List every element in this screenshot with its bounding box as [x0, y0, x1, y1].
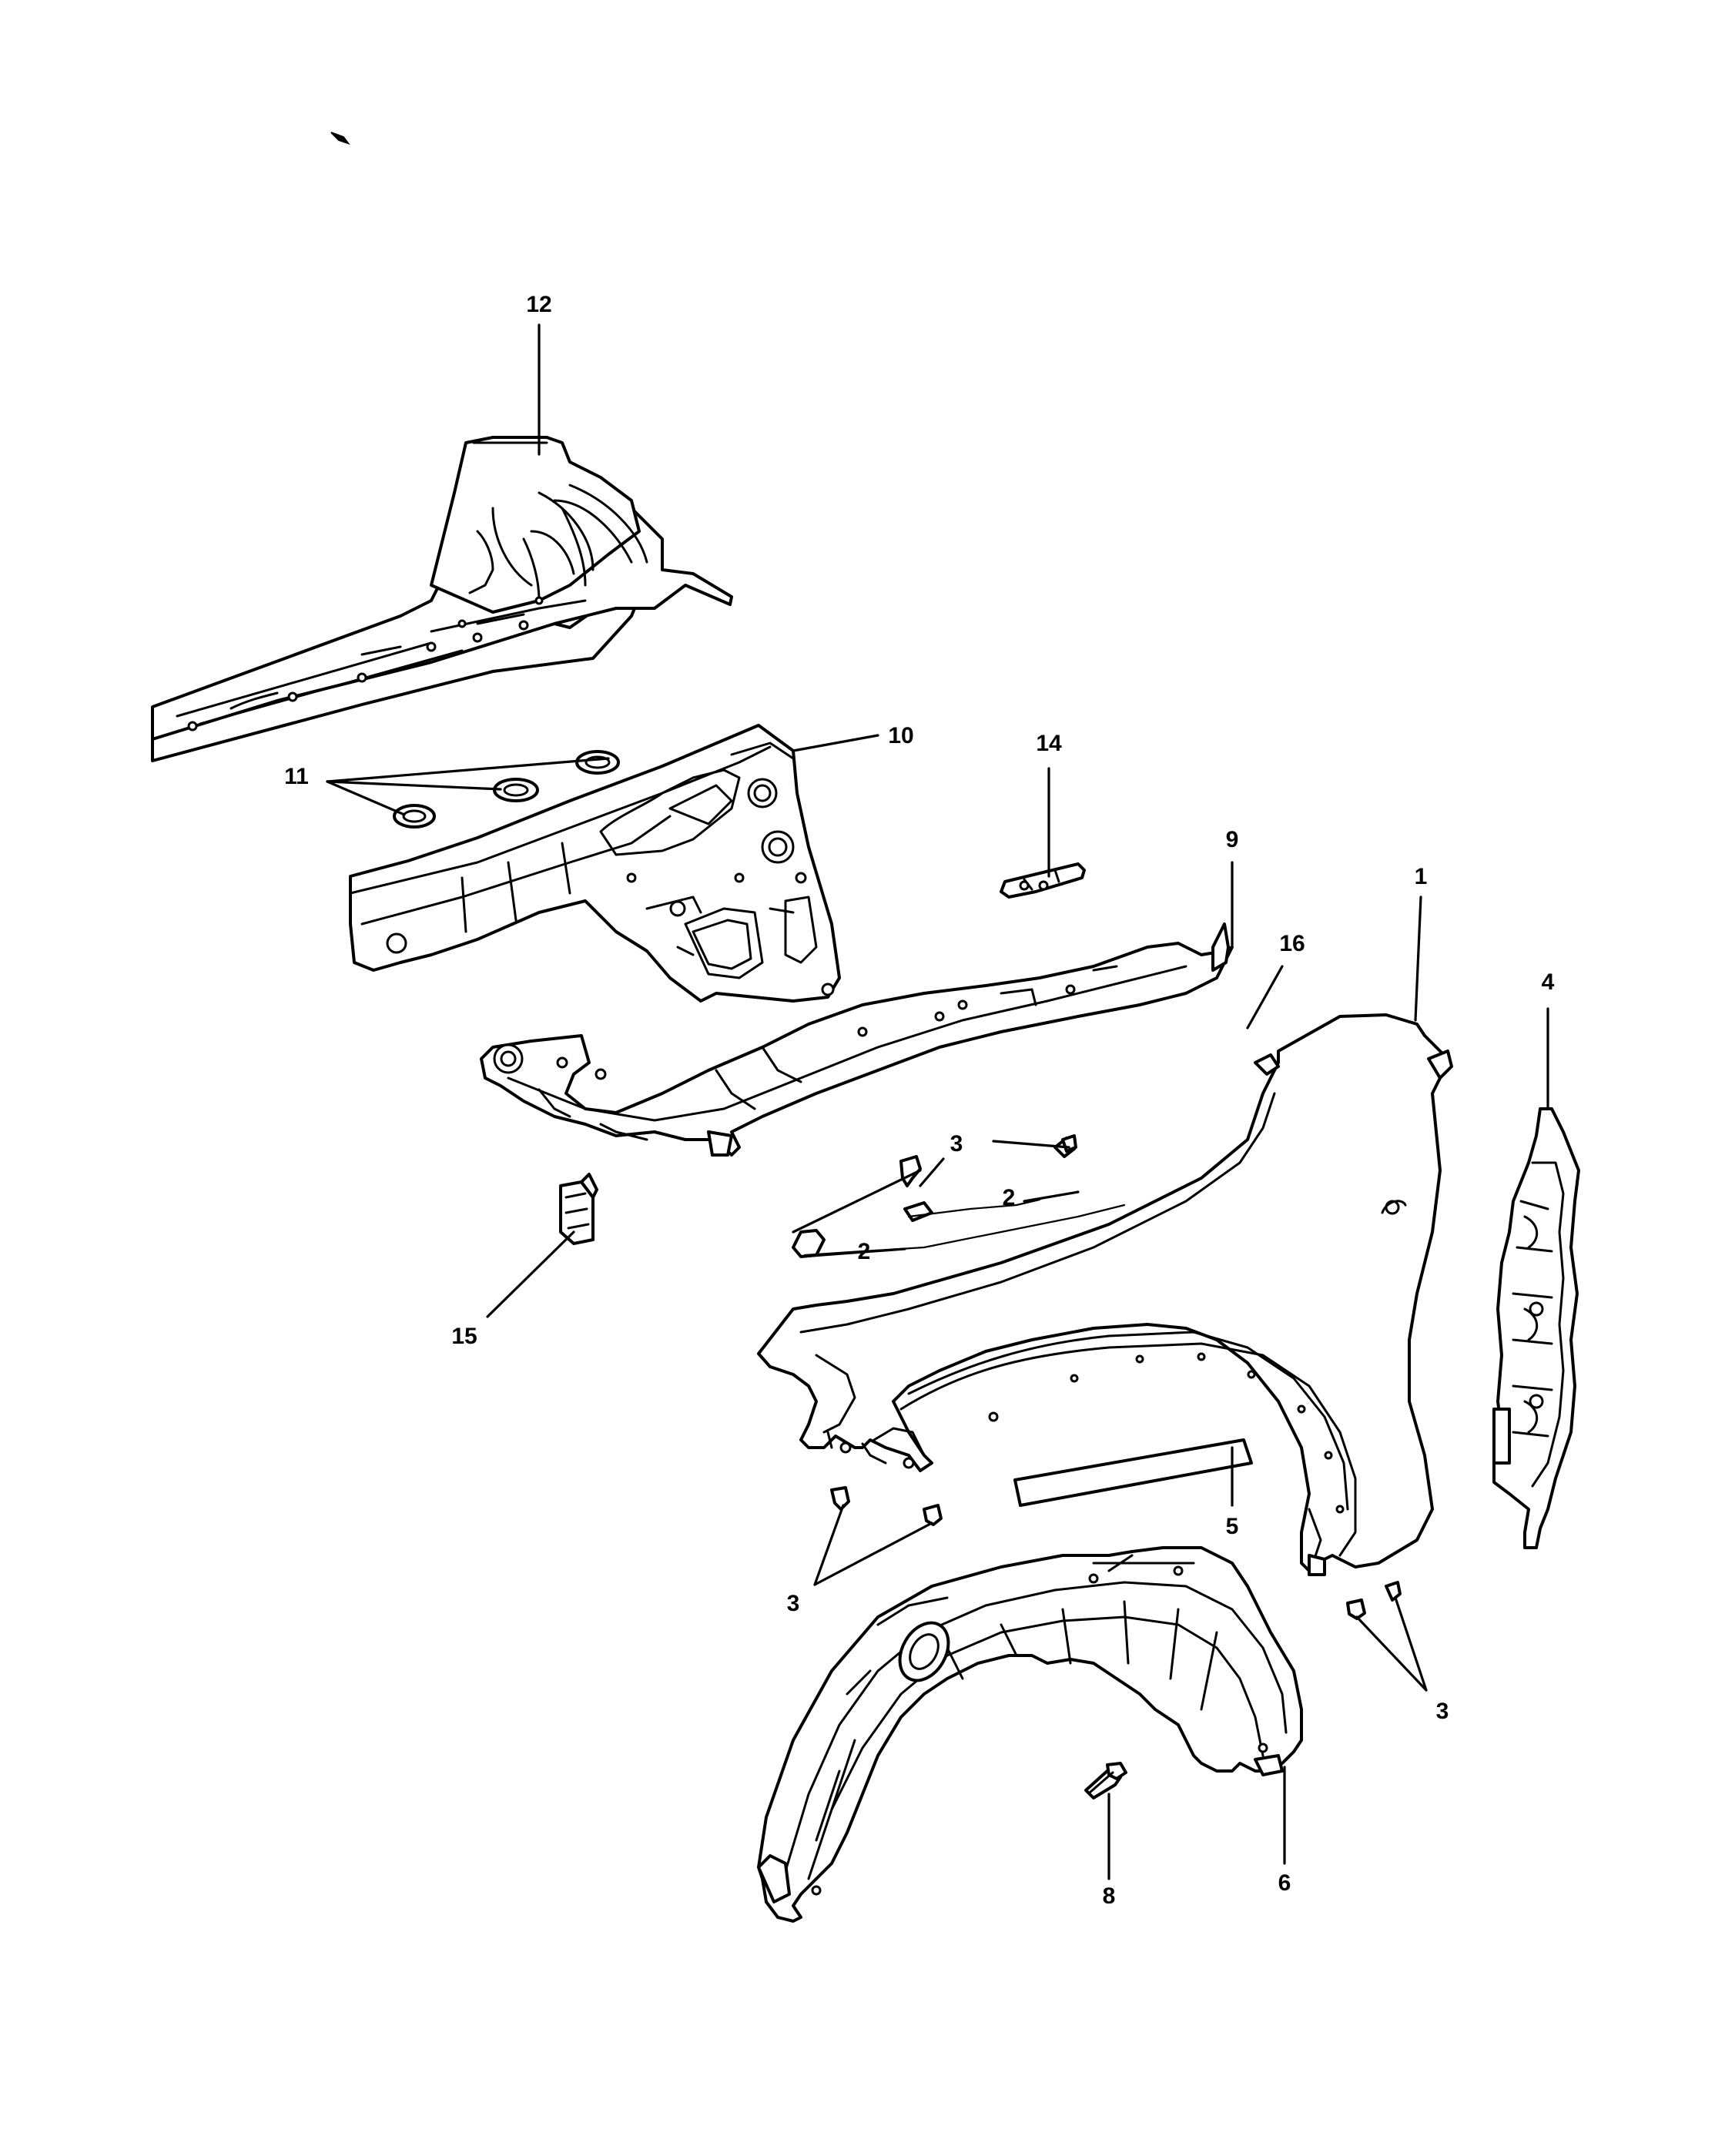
leader-2a: [799, 1247, 906, 1258]
callout-15: 15: [451, 1324, 477, 1349]
leader-3b-1: [813, 1504, 845, 1586]
leader-10: [792, 734, 879, 752]
callout-9: 9: [1226, 827, 1239, 852]
callout-8: 8: [1103, 1883, 1116, 1909]
leader-11b: [326, 780, 502, 791]
part-10-frame-rail: [349, 724, 841, 1003]
part-15-clip: [559, 1173, 598, 1245]
callout-16: 16: [1279, 931, 1305, 956]
leader-1: [1414, 896, 1422, 1022]
part-9-upper-rail: [480, 922, 1234, 1157]
callouts: 12 11 10 14 9 16 1 4 3 2 2 15 5 3 3 8 6: [284, 292, 1555, 1909]
part-14-bracket: [1000, 862, 1086, 899]
callout-3-top: 3: [950, 1131, 963, 1157]
callout-4: 4: [1542, 969, 1555, 995]
callout-2-left: 2: [858, 1239, 871, 1264]
leader-3a-3: [992, 1140, 1070, 1149]
callout-5: 5: [1226, 1514, 1239, 1539]
part-5-strip: [1013, 1438, 1253, 1507]
callout-12: 12: [526, 292, 551, 317]
callout-3-right: 3: [1436, 1699, 1449, 1724]
leader-11c: [326, 780, 406, 816]
leader-3a-2: [792, 1169, 922, 1234]
leader-16: [1246, 965, 1284, 1029]
leader-3c-1: [1355, 1615, 1428, 1692]
callout-11: 11: [284, 764, 309, 789]
leader-3b-2: [813, 1522, 933, 1586]
leader-3a-1: [919, 1157, 945, 1187]
leader-2b: [1023, 1190, 1080, 1203]
leader-11a: [326, 757, 610, 783]
leader-15: [486, 1230, 575, 1318]
callout-14: 14: [1036, 731, 1062, 756]
callout-10: 10: [888, 723, 913, 748]
leader-3c-2: [1394, 1596, 1428, 1692]
callout-1: 1: [1415, 864, 1428, 889]
part-12-wheelhouse-rail: [151, 436, 733, 762]
callout-6: 6: [1278, 1870, 1291, 1896]
callout-2-right: 2: [1003, 1185, 1016, 1210]
callout-3-left: 3: [787, 1591, 800, 1616]
part-6-wheel-liner: [757, 1546, 1303, 1923]
leader-lines: [326, 323, 1549, 1880]
corner-mark: [330, 132, 350, 145]
part-4-seal: [1492, 1107, 1580, 1549]
part-11-plugs: [393, 750, 620, 829]
part-8-bolt: [1084, 1762, 1127, 1799]
part-1-fender: [757, 1013, 1453, 1576]
